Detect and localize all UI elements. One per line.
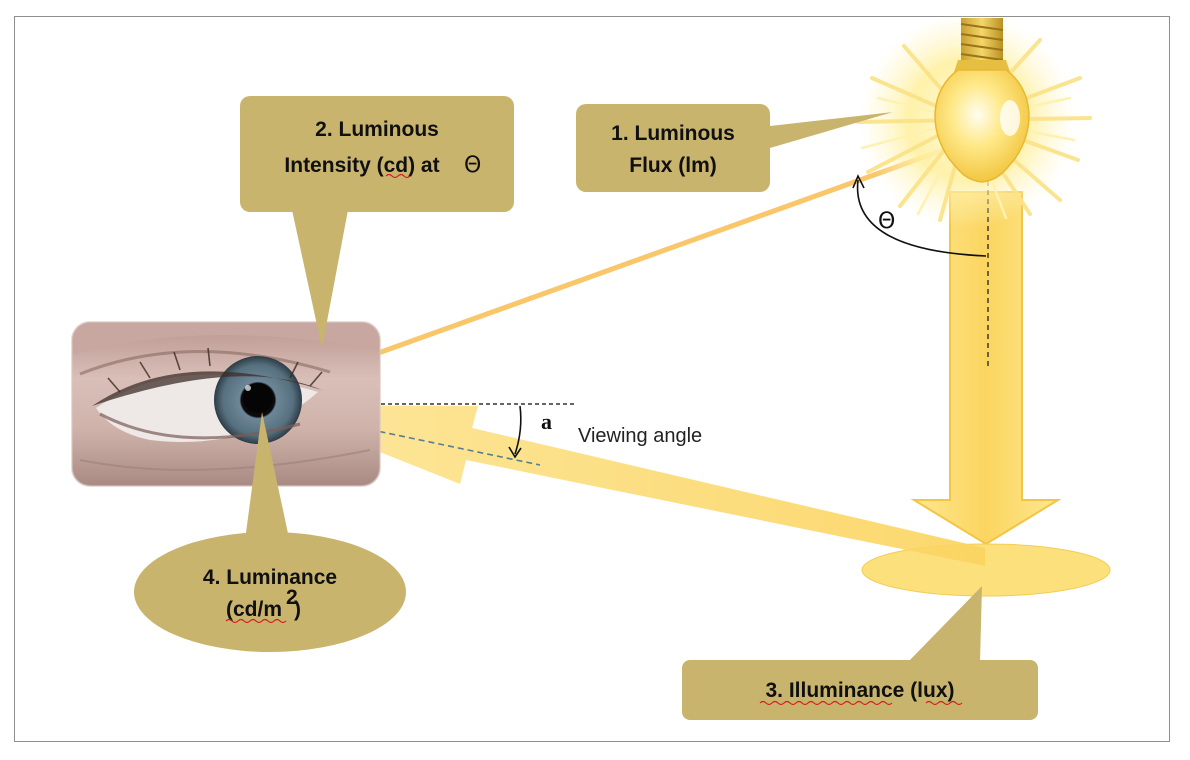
callout-luminance-line2-suffix: ) [294, 598, 301, 621]
theta-symbol: Θ [878, 209, 895, 234]
illuminated-surface [861, 543, 1111, 597]
callout-intensity-line1: 2. Luminous [315, 118, 439, 141]
callout-luminance-line1: 4. Luminance [203, 566, 337, 589]
viewing-angle-arrow [508, 405, 522, 459]
callout-illuminance-text: 3. Illuminance (lux) [765, 679, 954, 702]
callout-luminous-flux: 1. Luminous Flux (lm) [576, 104, 893, 192]
callout-flux-line1: 1. Luminous [611, 122, 735, 145]
viewing-direction-line [261, 406, 541, 466]
spellcheck-underline [925, 700, 963, 706]
theta-angle-arc [852, 174, 987, 257]
downward-light-beam [910, 191, 1062, 546]
spellcheck-underline [225, 618, 287, 624]
callout-intensity-theta: Θ [464, 153, 481, 178]
lightbulb-icon [856, 12, 1092, 228]
eye-image [71, 321, 381, 487]
spellcheck-underline [385, 173, 411, 179]
callout-luminance-sup: 2 [286, 586, 298, 609]
callout-luminance-line2-prefix: (cd/m [226, 598, 282, 621]
callout-luminous-intensity: 2. Luminous Intensity (cd) at Θ [240, 96, 514, 348]
alpha-symbol: a [541, 409, 552, 434]
callout-flux-line2: Flux (lm) [629, 154, 717, 177]
callout-intensity-line2: Intensity (cd) at [284, 154, 439, 177]
spellcheck-underline [759, 700, 893, 706]
callout-luminance: 4. Luminance (cd/m 2 ) [134, 412, 406, 652]
viewing-angle-label: Viewing angle [578, 425, 702, 447]
callout-illuminance: 3. Illuminance (lux) [682, 586, 1038, 720]
